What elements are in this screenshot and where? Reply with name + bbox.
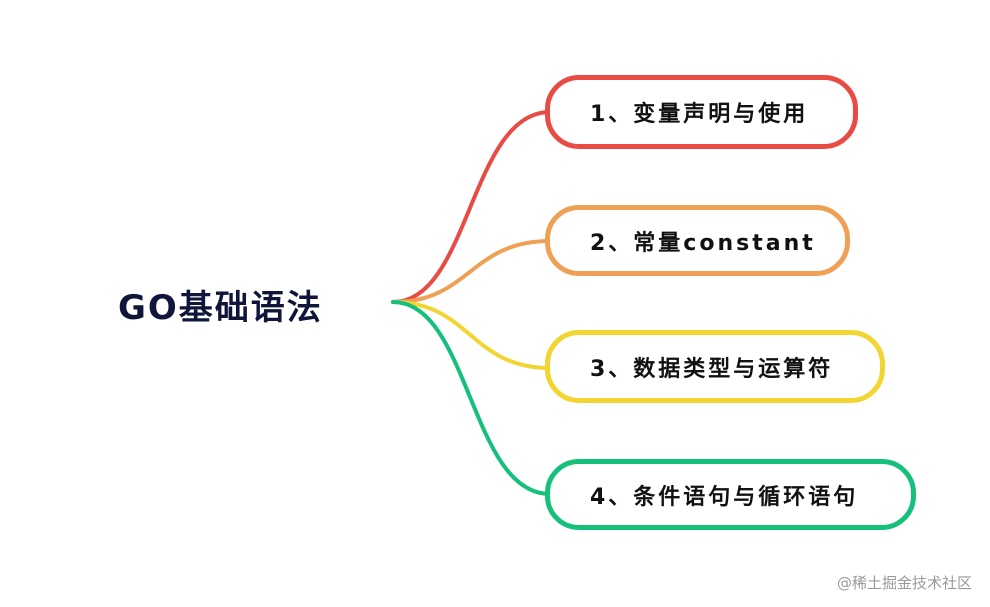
watermark-text: @稀土掘金技术社区 (836, 574, 972, 592)
branch-label-1: 1、变量声明与使用 (590, 102, 809, 127)
branch-node-1[interactable]: 1、变量声明与使用 (545, 75, 858, 149)
branch-connector-1 (391, 110, 552, 304)
branch-connector-3 (391, 300, 552, 370)
branch-label-3: 3、数据类型与运算符 (590, 356, 834, 382)
branch-label-2: 2、常量constant (590, 230, 816, 256)
branch-connector-2 (391, 239, 552, 304)
branch-label-4: 4、条件语句与循环语句 (590, 484, 859, 510)
branch-connector-4 (391, 300, 552, 496)
branch-node-3[interactable]: 3、数据类型与运算符 (545, 330, 885, 403)
root-topic[interactable]: GO基础语法 (118, 288, 323, 328)
branch-node-2[interactable]: 2、常量constant (545, 205, 850, 276)
branch-node-4[interactable]: 4、条件语句与循环语句 (545, 459, 916, 530)
